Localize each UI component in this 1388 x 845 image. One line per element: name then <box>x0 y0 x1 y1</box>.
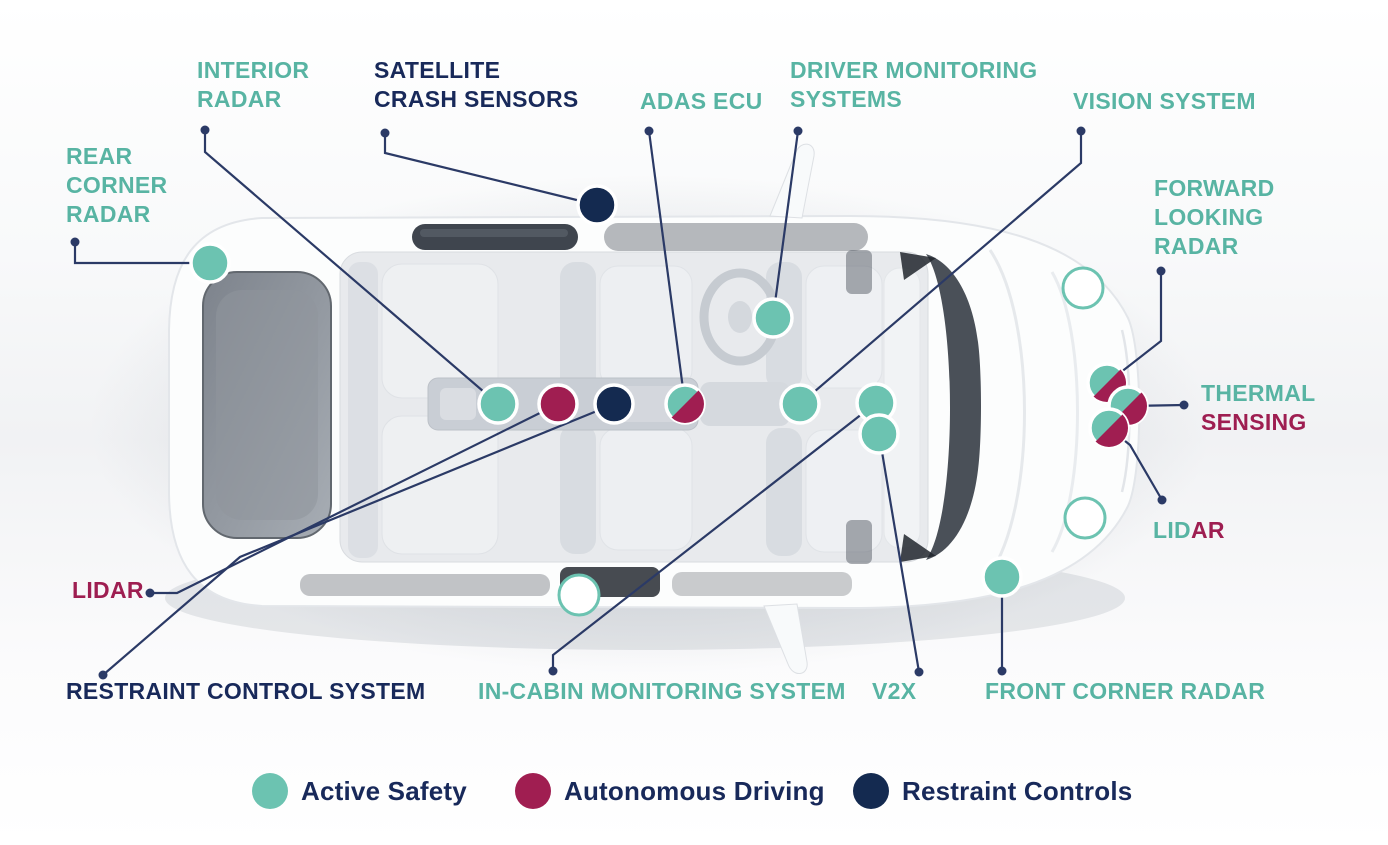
in-cabin-monitoring-system-leader-dot <box>548 666 558 676</box>
adas-ecu-leader-dot <box>644 126 654 136</box>
vision-system-marker <box>779 383 821 425</box>
lidar-front-leader-dot <box>1157 495 1167 505</box>
forward-looking-radar-leader-line <box>1106 271 1163 384</box>
lidar-front-marker <box>1088 407 1130 449</box>
lidar-rear-marker <box>537 383 579 425</box>
restraint-control-system-marker <box>593 383 635 425</box>
rear-corner-radar-leader-line <box>73 242 192 265</box>
interior-radar-leader-line <box>203 130 499 405</box>
satellite-crash-sensors-leader-dot <box>380 128 390 138</box>
v2x-marker <box>858 413 900 455</box>
satellite-crash-sensors-leader-line <box>383 133 598 207</box>
forward-looking-radar-leader-dot <box>1156 266 1166 276</box>
driver-monitoring-systems-leader-dot <box>793 126 803 136</box>
driver-monitoring-systems-marker <box>752 297 794 339</box>
sensor-markers <box>189 184 1149 617</box>
restraint-control-system-leader-dot <box>98 670 108 680</box>
mirror-right <box>763 603 808 674</box>
adas-ecu-marker <box>664 383 706 425</box>
roof-glass-bottom <box>300 574 550 596</box>
windshield <box>926 254 981 560</box>
rear-corner-radar-leader-dot <box>70 237 80 247</box>
restraint-control-system-leader-line <box>102 402 615 676</box>
adas-ecu-leader-line <box>647 130 687 405</box>
interior-radar-leader-dot <box>200 125 210 135</box>
thermal-sensing-leader-dot <box>1179 400 1189 410</box>
v2x-leader-dot <box>914 667 924 677</box>
driver-monitoring-systems-leader-line <box>771 130 800 319</box>
lidar-rear-leader-line <box>150 403 559 595</box>
vision-system-leader-dot <box>1076 126 1086 136</box>
vision-system-leader-line <box>799 131 1083 405</box>
interior-radar-marker <box>477 383 519 425</box>
unlabeled-marker-2 <box>557 573 601 617</box>
rear-bench-back <box>348 262 378 558</box>
leader-lines <box>70 125 1189 680</box>
front-corner-radar-leader-dot <box>997 666 1007 676</box>
middle-seats <box>560 262 596 392</box>
hood-lines <box>988 249 1026 575</box>
in-cabin-monitoring-system-leader-line <box>551 402 877 671</box>
front-corner-radar-marker <box>981 556 1023 598</box>
lidar-rear-leader-dot <box>145 588 155 598</box>
unlabeled-marker-0 <box>1061 266 1105 310</box>
v2x-leader-line <box>877 433 921 673</box>
satellite-crash-sensors-marker <box>576 184 618 226</box>
unlabeled-marker-1 <box>1063 496 1107 540</box>
rear-corner-radar-marker <box>189 242 231 284</box>
